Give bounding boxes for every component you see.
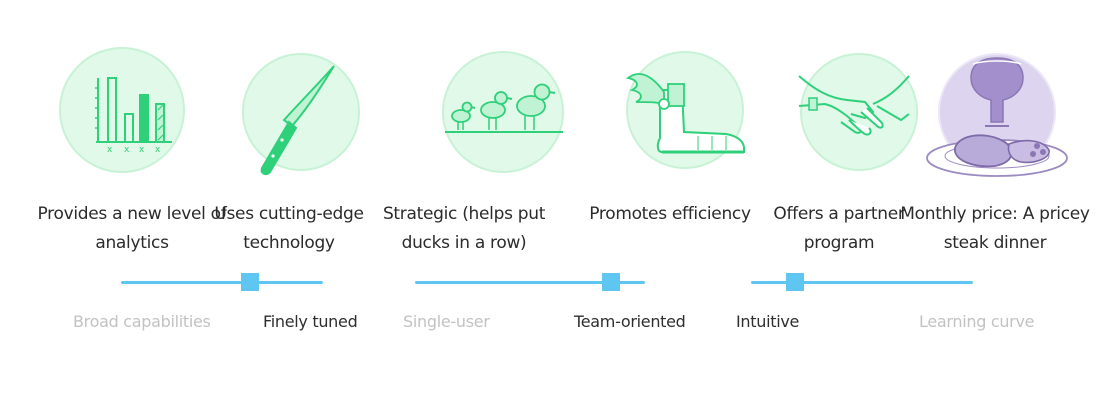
slider-left-label: Intuitive	[736, 312, 800, 331]
slider-right-label: Team-oriented	[574, 312, 686, 331]
feature-label: Uses cutting-edge technology	[214, 204, 364, 253]
slider-right-label: Learning curve	[919, 312, 1035, 331]
bar-chart-icon: x x x x	[59, 47, 185, 173]
slider-thumb[interactable]	[786, 273, 805, 291]
feature-technology: Uses cutting-edge technology	[196, 40, 376, 260]
feature-label: Provides a new level of analytics	[37, 204, 227, 253]
slider-capabilities[interactable]	[121, 272, 323, 292]
slider-track[interactable]	[751, 281, 973, 284]
knife-icon	[242, 53, 360, 176]
svg-text:x: x	[139, 145, 145, 155]
winged-boot-icon	[625, 51, 745, 169]
steak-dinner-icon	[926, 53, 1068, 177]
feature-analytics: x x x x Provides a new level of analytic…	[20, 40, 227, 260]
feature-label: Promotes efficiency	[589, 204, 751, 224]
ducks-icon	[442, 51, 564, 173]
slider-track[interactable]	[415, 281, 645, 284]
slider-users[interactable]	[415, 272, 645, 292]
slider-track[interactable]	[121, 281, 323, 284]
svg-text:x: x	[124, 145, 130, 155]
slider-learning[interactable]	[751, 272, 973, 292]
slider-right-label: Finely tuned	[263, 312, 358, 331]
feature-efficiency: Promotes efficiency	[558, 40, 751, 260]
feature-price: Monthly price: A pricey steak dinner	[895, 40, 1090, 260]
slider-left-label: Single-user	[403, 312, 490, 331]
feature-partner: Offers a partner program	[739, 40, 919, 260]
feature-label: Offers a partner program	[773, 204, 905, 253]
feature-label: Monthly price: A pricey steak dinner	[900, 204, 1090, 253]
feature-label: Strategic (helps put ducks in a row)	[382, 204, 546, 253]
svg-text:x: x	[107, 145, 113, 155]
slider-thumb[interactable]	[601, 273, 620, 291]
slider-left-label: Broad capabilities	[73, 312, 211, 331]
feature-strategic: Strategic (helps put ducks in a row)	[373, 40, 564, 260]
handshake-icon	[798, 53, 918, 171]
slider-thumb[interactable]	[241, 273, 260, 291]
svg-text:x: x	[155, 145, 161, 155]
